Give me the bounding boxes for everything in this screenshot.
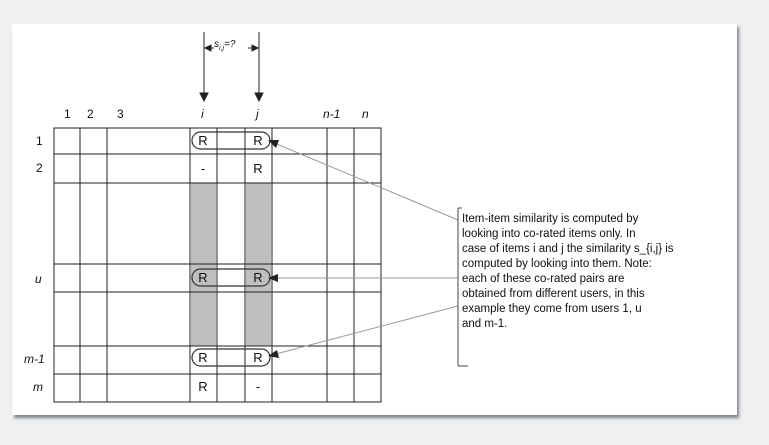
- column-label-j: j: [256, 107, 259, 121]
- similarity-label: si,j=?: [214, 39, 236, 52]
- column-label-2: 2: [87, 107, 94, 121]
- column-label-i: i: [201, 107, 204, 121]
- diagram-panel: [12, 24, 737, 415]
- column-pointer-arrows: [199, 32, 264, 103]
- column-label-1: 1: [64, 107, 71, 121]
- cell-rowu-i: R: [198, 270, 208, 285]
- cell-rowm-j: -: [255, 379, 261, 394]
- pointer-arrowheads: [268, 140, 279, 358]
- column-label-3: 3: [117, 107, 124, 121]
- vertical-grid-lines: [79, 128, 355, 402]
- description-bracket: [457, 207, 468, 367]
- row-label-m-1: m-1: [24, 352, 45, 366]
- row-label-m: m: [33, 380, 43, 394]
- cell-rowm1-i: R: [198, 350, 208, 365]
- row-label-2: 2: [36, 161, 43, 175]
- horizontal-grid-lines: [54, 153, 381, 375]
- row-label-1: 1: [36, 134, 43, 148]
- cell-row2-j: R: [253, 161, 263, 176]
- cell-row1-j: R: [253, 133, 263, 148]
- similarity-description: Item-item similarity is computed by look…: [462, 213, 674, 330]
- description-pointers: [271, 141, 459, 356]
- pill-row-m-1: [191, 348, 271, 367]
- row-label-u: u: [35, 272, 42, 286]
- column-label-n: n: [362, 107, 369, 121]
- cell-row2-i: -: [200, 161, 206, 176]
- column-label-n-1: n-1: [323, 107, 341, 121]
- cell-rowu-j: R: [253, 270, 263, 285]
- cell-row1-i: R: [198, 133, 208, 148]
- cell-rowm1-j: R: [253, 350, 263, 365]
- cell-rowm-i: R: [198, 379, 208, 394]
